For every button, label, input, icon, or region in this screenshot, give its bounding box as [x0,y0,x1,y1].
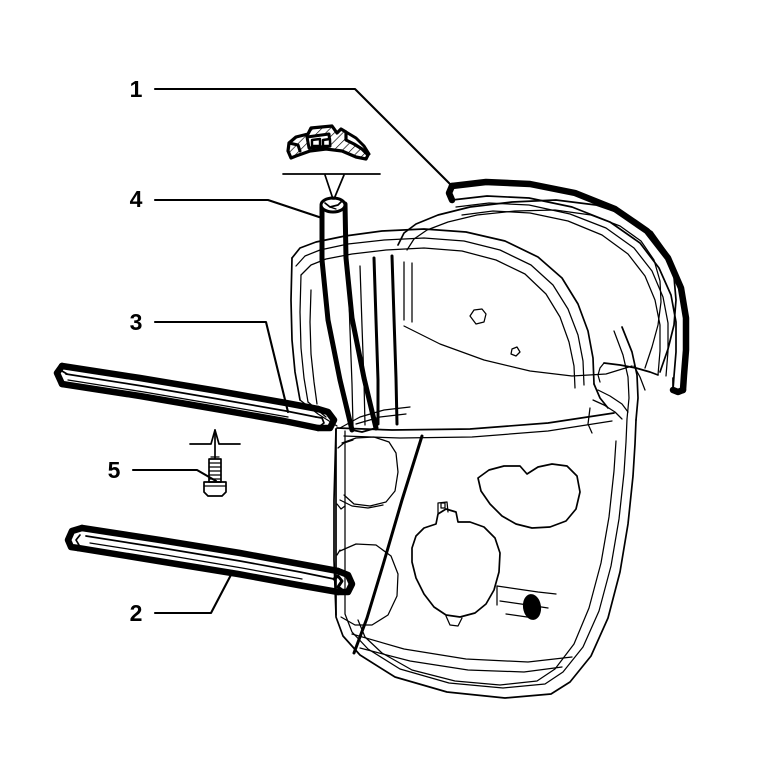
door-rear-upper-edge-2 [613,330,630,420]
pillar-seal-top-opening [319,196,347,214]
door-frame-left-leg-inner [299,274,309,403]
access-hole-lower-left-edge [336,549,341,556]
quarter-corner-detail [597,389,629,413]
door-inner-diagonal-brace [352,434,424,655]
leader-line-3 [153,320,290,414]
callout-label-3: 3 [130,309,143,335]
pillar-seal-top-profile-2 [329,206,337,210]
screw-head [203,481,227,497]
access-hole-lower-middle [411,508,501,618]
weatherstrip-1-end-cap [669,386,687,396]
leader-line-2 [153,569,235,615]
door-belt-line-lower [343,420,613,439]
section-bracket-arrow-left [324,174,334,200]
glass-detail-mark-2 [510,346,521,357]
frame-upright-front-a [372,256,380,426]
access-hole-upper-left [341,436,399,507]
door-frame-outer-weatherstrip [445,178,690,396]
glass-detail-mark-1 [469,308,487,325]
weatherstrip-1-inner-line-2 [455,202,669,377]
section-profile-cavity-3 [321,137,332,148]
access-hole-tab-1 [336,503,346,510]
strip-2-mid-line-2 [89,542,303,580]
door-frame-arch-inner [300,247,576,389]
door-pillar-seal-section [282,173,381,433]
strip-3-left-end [53,362,66,388]
weatherstrip-1-lower-leg-end [597,362,605,383]
callout-leaders [131,87,454,615]
callout-label-2: 2 [130,600,143,626]
access-hole-middle [477,463,581,529]
grommet-hole [522,594,542,620]
access-hole-upper-left-edge [337,439,354,449]
strip-2-bottom-edge [74,544,342,596]
weatherstrip-1-outer-black-edge [448,178,690,394]
leader-line-1 [153,87,454,188]
strip-3-right-end-detail [315,416,325,427]
latch-ledge-line-1 [496,585,557,595]
strip-3-bottom-edge [58,380,322,432]
door-frame-left-leg-inner2 [309,289,318,405]
door-lower-inner-shelf [351,633,573,663]
glass-rear-boundary [633,365,646,391]
callout-numbers: 1 4 3 5 2 [108,76,143,626]
door-lower-inner-shelf-2 [359,647,563,673]
callout-label-4: 4 [130,186,143,212]
door-frame-left-leg-outer [290,257,301,401]
door-outer-contour [335,419,637,699]
strip-2-right-end [334,567,356,596]
door-front-vertical-edge [333,428,337,616]
fixing-screw [189,429,241,497]
access-hole-upper-left-bottom [339,499,384,509]
callout-label-5: 5 [108,457,121,483]
door-frame-rear-leg [593,383,609,409]
strip-2-left-end-detail [75,534,81,546]
strip-3-mid-line-2 [67,379,289,418]
pillar-seal-left-edge [319,204,355,433]
lower-belt-weatherstrip [64,524,356,596]
weatherstrip-1-inner-line-3 [461,210,661,376]
callout-label-1: 1 [130,76,143,102]
door-flange-line [357,440,617,686]
pillar-seal-bottom [351,427,377,433]
section-profile-cavity-2 [310,137,322,148]
strip-2-left-end [64,524,86,552]
section-profile-hook [287,141,302,153]
frame-shelf-inner-2 [355,413,407,425]
frame-upright-front-d [359,265,366,426]
pillar-seal-right-edge [342,201,379,431]
rear-door-panel-assembly [290,199,677,699]
upper-belt-weatherstrip [53,362,338,432]
weatherstrip-1-left-end [445,182,456,204]
pillar-seal-top-profile [324,200,343,208]
quarter-corner-detail-3 [587,407,593,434]
leader-line-4 [153,198,324,220]
section-profile-lip [344,130,371,156]
weatherstrip-1-inner-line [451,195,677,391]
strip-2-mid-line [85,535,335,580]
seal-cross-section-profile [286,124,371,161]
weatherstrip-1-lower-leg [603,362,659,376]
quarter-corner-detail-2 [592,399,623,420]
strip-2-right-end-s-profile [332,574,344,592]
strip-3-left-end-detail [61,370,68,375]
access-hole-lower-middle-tab-hole [440,502,446,509]
strip-3-top-edge [58,362,322,413]
window-glass-lower-edge [403,325,633,377]
strip-3-right-end [314,405,338,432]
door-rear-upper-edge [621,326,639,421]
leader-line-5 [131,468,218,483]
strip-2-top-edge [78,524,342,575]
frame-upright-front-b [390,254,399,426]
strip-3-mid-line [65,373,317,418]
door-frame-arch-mid [295,237,585,386]
section-bracket-arrow-right [333,174,345,200]
access-hole-lower-left [339,543,399,626]
access-hole-lower-middle-notch [445,615,463,627]
